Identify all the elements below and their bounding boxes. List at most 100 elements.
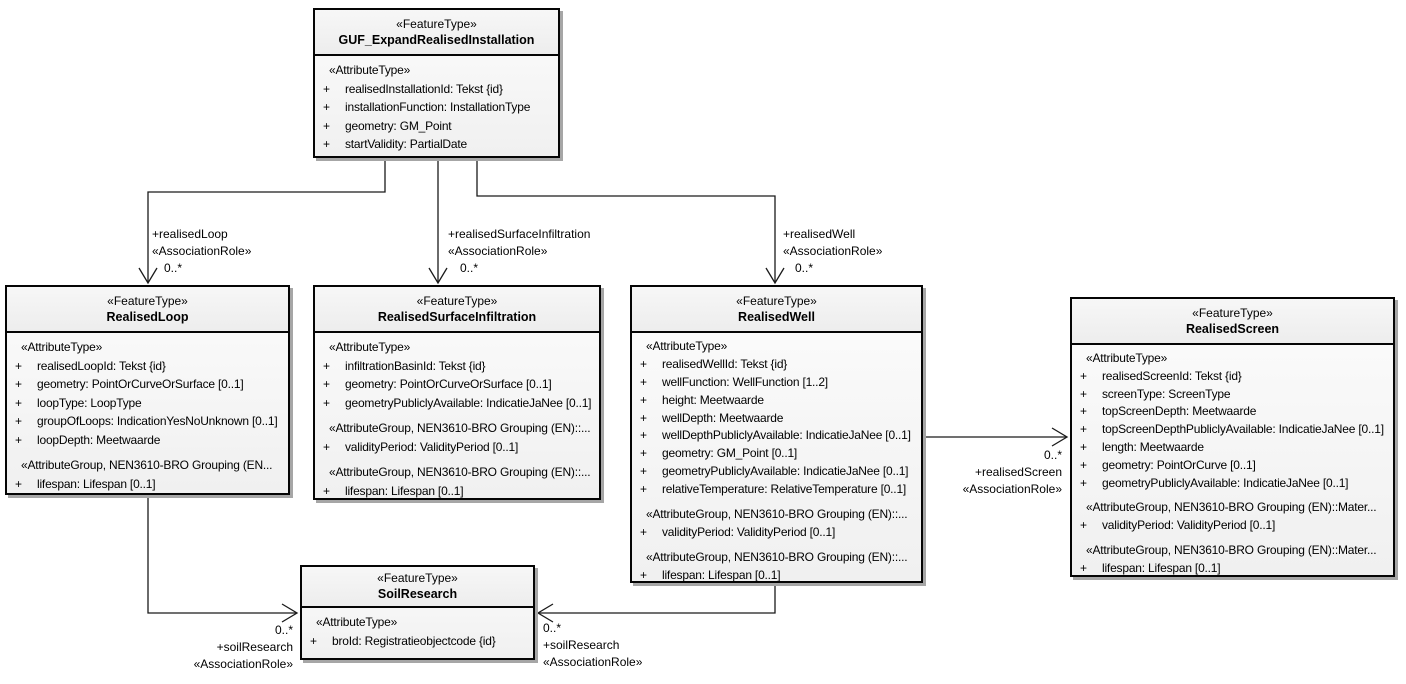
attribute-group-label: «AttributeType» [316, 615, 398, 629]
class-soil-research[interactable]: «FeatureType» SoilResearch «AttributeTyp… [300, 565, 535, 660]
attribute-row: +geometry: PointOrCurve [0..1] [1080, 457, 1390, 475]
attribute-text: realisedLoopId: Tekst {id} [37, 358, 166, 373]
class-realised-loop[interactable]: «FeatureType» RealisedLoop «AttributeTyp… [5, 285, 290, 495]
attribute-row: +height: Meetwaarde [640, 392, 918, 410]
class-realised-screen[interactable]: «FeatureType» RealisedScreen «AttributeT… [1070, 297, 1395, 577]
visibility-public-sign: + [1080, 475, 1087, 490]
class-stereotype: «FeatureType» [396, 17, 477, 31]
attribute-text: length: Meetwaarde [1102, 439, 1204, 454]
visibility-public-sign: + [323, 395, 330, 410]
attribute-text: loopType: LoopType [37, 395, 142, 410]
attribute-text: geometry: PointOrCurve [0..1] [1102, 457, 1256, 472]
visibility-public-sign: + [323, 81, 330, 96]
attribute-text: validityPeriod: ValidityPeriod [0..1] [345, 439, 519, 454]
association-label-realised-well[interactable]: +realisedWell «AssociationRole» 0..* [783, 226, 882, 277]
association-soil-research-from-loop[interactable] [147, 495, 299, 623]
attribute-group-label: «AttributeGroup, NEN3610-BRO Grouping (E… [329, 465, 591, 479]
attribute-row: +validityPeriod: ValidityPeriod [0..1] [640, 524, 918, 542]
attribute-row: +broId: Registratieobjectcode {id} [310, 632, 530, 651]
association-label-realised-screen[interactable]: 0..* +realisedScreen «AssociationRole» [963, 447, 1062, 498]
attribute-row: +lifespan: Lifespan [0..1] [15, 475, 285, 494]
visibility-public-sign: + [1080, 518, 1087, 533]
visibility-public-sign: + [323, 118, 330, 133]
association-label-realised-loop[interactable]: +realisedLoop «AssociationRole» 0..* [152, 226, 251, 277]
association-label-realised-surface-infiltration[interactable]: +realisedSurfaceInfiltration «Associatio… [448, 226, 590, 277]
attribute-text: geometryPubliclyAvailable: IndicatieJaNe… [662, 464, 909, 479]
visibility-public-sign: + [323, 137, 330, 151]
class-realised-well[interactable]: «FeatureType» RealisedWell «AttributeTyp… [630, 285, 923, 583]
role-name: +realisedScreen [974, 465, 1062, 479]
role-name: +soilResearch [216, 640, 293, 654]
attribute-text: realisedInstallationId: Tekst {id} [345, 81, 503, 96]
association-realised-screen[interactable] [923, 427, 1069, 447]
attribute-text: geometry: PointOrCurveOrSurface [0..1] [37, 377, 244, 391]
attribute-group-label: «AttributeType» [329, 340, 411, 354]
attribute-row: +topScreenDepth: Meetwaarde [1080, 403, 1390, 421]
visibility-public-sign: + [15, 377, 22, 391]
attribute-text: topScreenDepth: Meetwaarde [1102, 404, 1257, 419]
visibility-public-sign: + [15, 476, 22, 491]
class-attributes: «AttributeType» +broId: Registratieobject… [302, 608, 533, 650]
visibility-public-sign: + [640, 374, 647, 389]
visibility-public-sign: + [1080, 422, 1087, 437]
class-realised-surface-infiltration[interactable]: «FeatureType» RealisedSurfaceInfiltratio… [313, 285, 601, 500]
class-name: RealisedScreen [1185, 322, 1280, 336]
class-attributes: «AttributeType» + realisedInstallationId: … [315, 56, 558, 154]
multiplicity: 0..* [543, 621, 562, 635]
class-name: RealisedLoop [106, 310, 189, 324]
attribute-row: +lifespan: Lifespan [0..1] [640, 567, 918, 585]
attribute-row: +installationFunction: InstallationType [323, 98, 555, 117]
visibility-public-sign: + [310, 633, 317, 648]
attribute-text: installationFunction: InstallationType [345, 100, 531, 114]
attribute-row: +realisedWellId: Tekst {id} [640, 356, 918, 374]
attribute-row: +realisedLoopId: Tekst {id} [15, 357, 285, 376]
role-name: +realisedWell [783, 227, 856, 241]
multiplicity: 0..* [795, 261, 814, 275]
attribute-group-label: «AttributeType» [21, 340, 103, 354]
visibility-public-sign: + [640, 482, 647, 497]
role-name: +soilResearch [543, 638, 620, 652]
visibility-public-sign: + [323, 377, 330, 391]
association-stereotype: «AssociationRole» [783, 244, 883, 258]
attribute-group-label: «AttributeType» [646, 339, 728, 353]
association-realised-well[interactable] [476, 160, 785, 285]
class-guf-expand-realised-installation[interactable]: «FeatureType» GUF_ExpandRealisedInstalla… [313, 8, 560, 158]
visibility-public-sign: + [15, 395, 22, 410]
association-realised-surface-infiltration[interactable] [428, 160, 448, 285]
attribute-group-label: «AttributeGroup, NEN3610-BRO Grouping (E… [1086, 500, 1377, 515]
attribute-text: realisedScreenId: Tekst {id} [1102, 368, 1242, 383]
attribute-group-label: «AttributeGroup, NEN3610-BRO Grouping (E… [21, 458, 273, 472]
visibility-public-sign: + [640, 428, 647, 443]
association-label-soil-research-left[interactable]: 0..* +soilResearch «AssociationRole» [194, 622, 293, 673]
attribute-row: +topScreenDepthPubliclyAvailable: Indica… [1080, 421, 1390, 439]
attribute-group-label: «AttributeType» [1086, 351, 1168, 365]
attribute-text: validityPeriod: ValidityPeriod [0..1] [1102, 518, 1276, 533]
class-name: SoilResearch [377, 587, 458, 601]
role-name: +realisedSurfaceInfiltration [448, 227, 591, 241]
open-arrowhead-icon [138, 267, 158, 285]
visibility-public-sign: + [640, 446, 647, 461]
association-soil-research-from-well[interactable] [536, 583, 776, 623]
association-stereotype: «AssociationRole» [962, 482, 1062, 496]
multiplicity: 0..* [274, 623, 293, 637]
open-arrowhead-icon [536, 603, 554, 623]
class-title: «FeatureType» SoilResearch [302, 567, 533, 608]
attribute-group-label: «AttributeType» [329, 63, 411, 77]
attribute-text: wellFunction: WellFunction [1..2] [662, 374, 828, 389]
attribute-row: + wellFunction: WellFunction [1..2] [640, 374, 918, 392]
association-realised-loop[interactable] [138, 160, 386, 285]
attribute-text: lifespan: Lifespan [0..1] [662, 567, 781, 582]
visibility-public-sign: + [640, 356, 647, 371]
class-attributes: «AttributeType» +infiltrationBasinId: Tek… [315, 333, 599, 500]
visibility-public-sign: + [640, 410, 647, 425]
visibility-public-sign: + [323, 439, 330, 454]
class-stereotype: «FeatureType» [107, 294, 188, 308]
attribute-row: +infiltrationBasinId: Tekst {id} [323, 357, 596, 376]
attribute-row: +geometryPubliclyAvailable: IndicatieJaN… [1080, 475, 1390, 493]
attribute-row: +loopDepth: Meetwaarde [15, 431, 285, 450]
class-stereotype: «FeatureType» [377, 571, 458, 585]
class-attributes: «AttributeType» +realisedWellId: Tekst {i… [632, 333, 921, 585]
association-label-soil-research-right[interactable]: 0..* +soilResearch «AssociationRole» [543, 620, 642, 671]
class-attributes: «AttributeType» + realisedScreenId: Tekst … [1072, 345, 1393, 578]
